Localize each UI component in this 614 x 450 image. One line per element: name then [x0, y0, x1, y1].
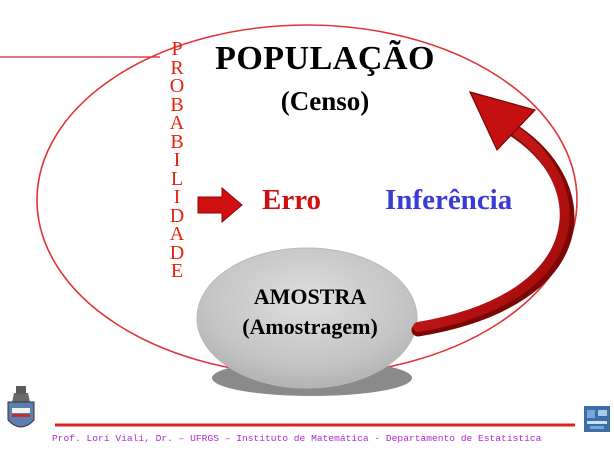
probability-letter: D [169, 241, 185, 264]
error-label: Erro [262, 184, 322, 216]
census-subtitle: (Censo) [280, 86, 370, 116]
probability-letter: B [170, 93, 184, 116]
probability-letter: B [170, 130, 184, 153]
footer-credit: Prof. Lorí Viali, Dr. – UFRGS – Institut… [52, 433, 542, 444]
probability-letter: D [169, 204, 185, 227]
population-title: POPULAÇÃO [215, 40, 435, 77]
probability-letter: I [173, 186, 181, 208]
department-logo-icon [584, 406, 610, 432]
inference-arrowhead-icon [468, 91, 537, 152]
probability-letter: P [171, 38, 183, 60]
probability-letter: E [170, 260, 184, 282]
probability-letter: A [169, 112, 185, 134]
probability-letter: R [170, 56, 184, 79]
probability-vertical-label: P R O B A B I L I D A D E [164, 38, 190, 282]
sample-label: AMOSTRA [253, 284, 367, 309]
ufrgs-crest-icon [7, 386, 35, 428]
probability-letter: A [169, 223, 185, 245]
sample-ellipse [196, 247, 418, 389]
probability-letter: L [170, 167, 184, 190]
error-arrow-icon [197, 186, 243, 224]
probability-letter: I [173, 149, 181, 171]
probability-letter: O [169, 75, 185, 97]
inference-arrow [413, 118, 570, 332]
sampling-label: (Amostragem) [242, 314, 378, 339]
inference-label: Inferência [385, 184, 513, 216]
